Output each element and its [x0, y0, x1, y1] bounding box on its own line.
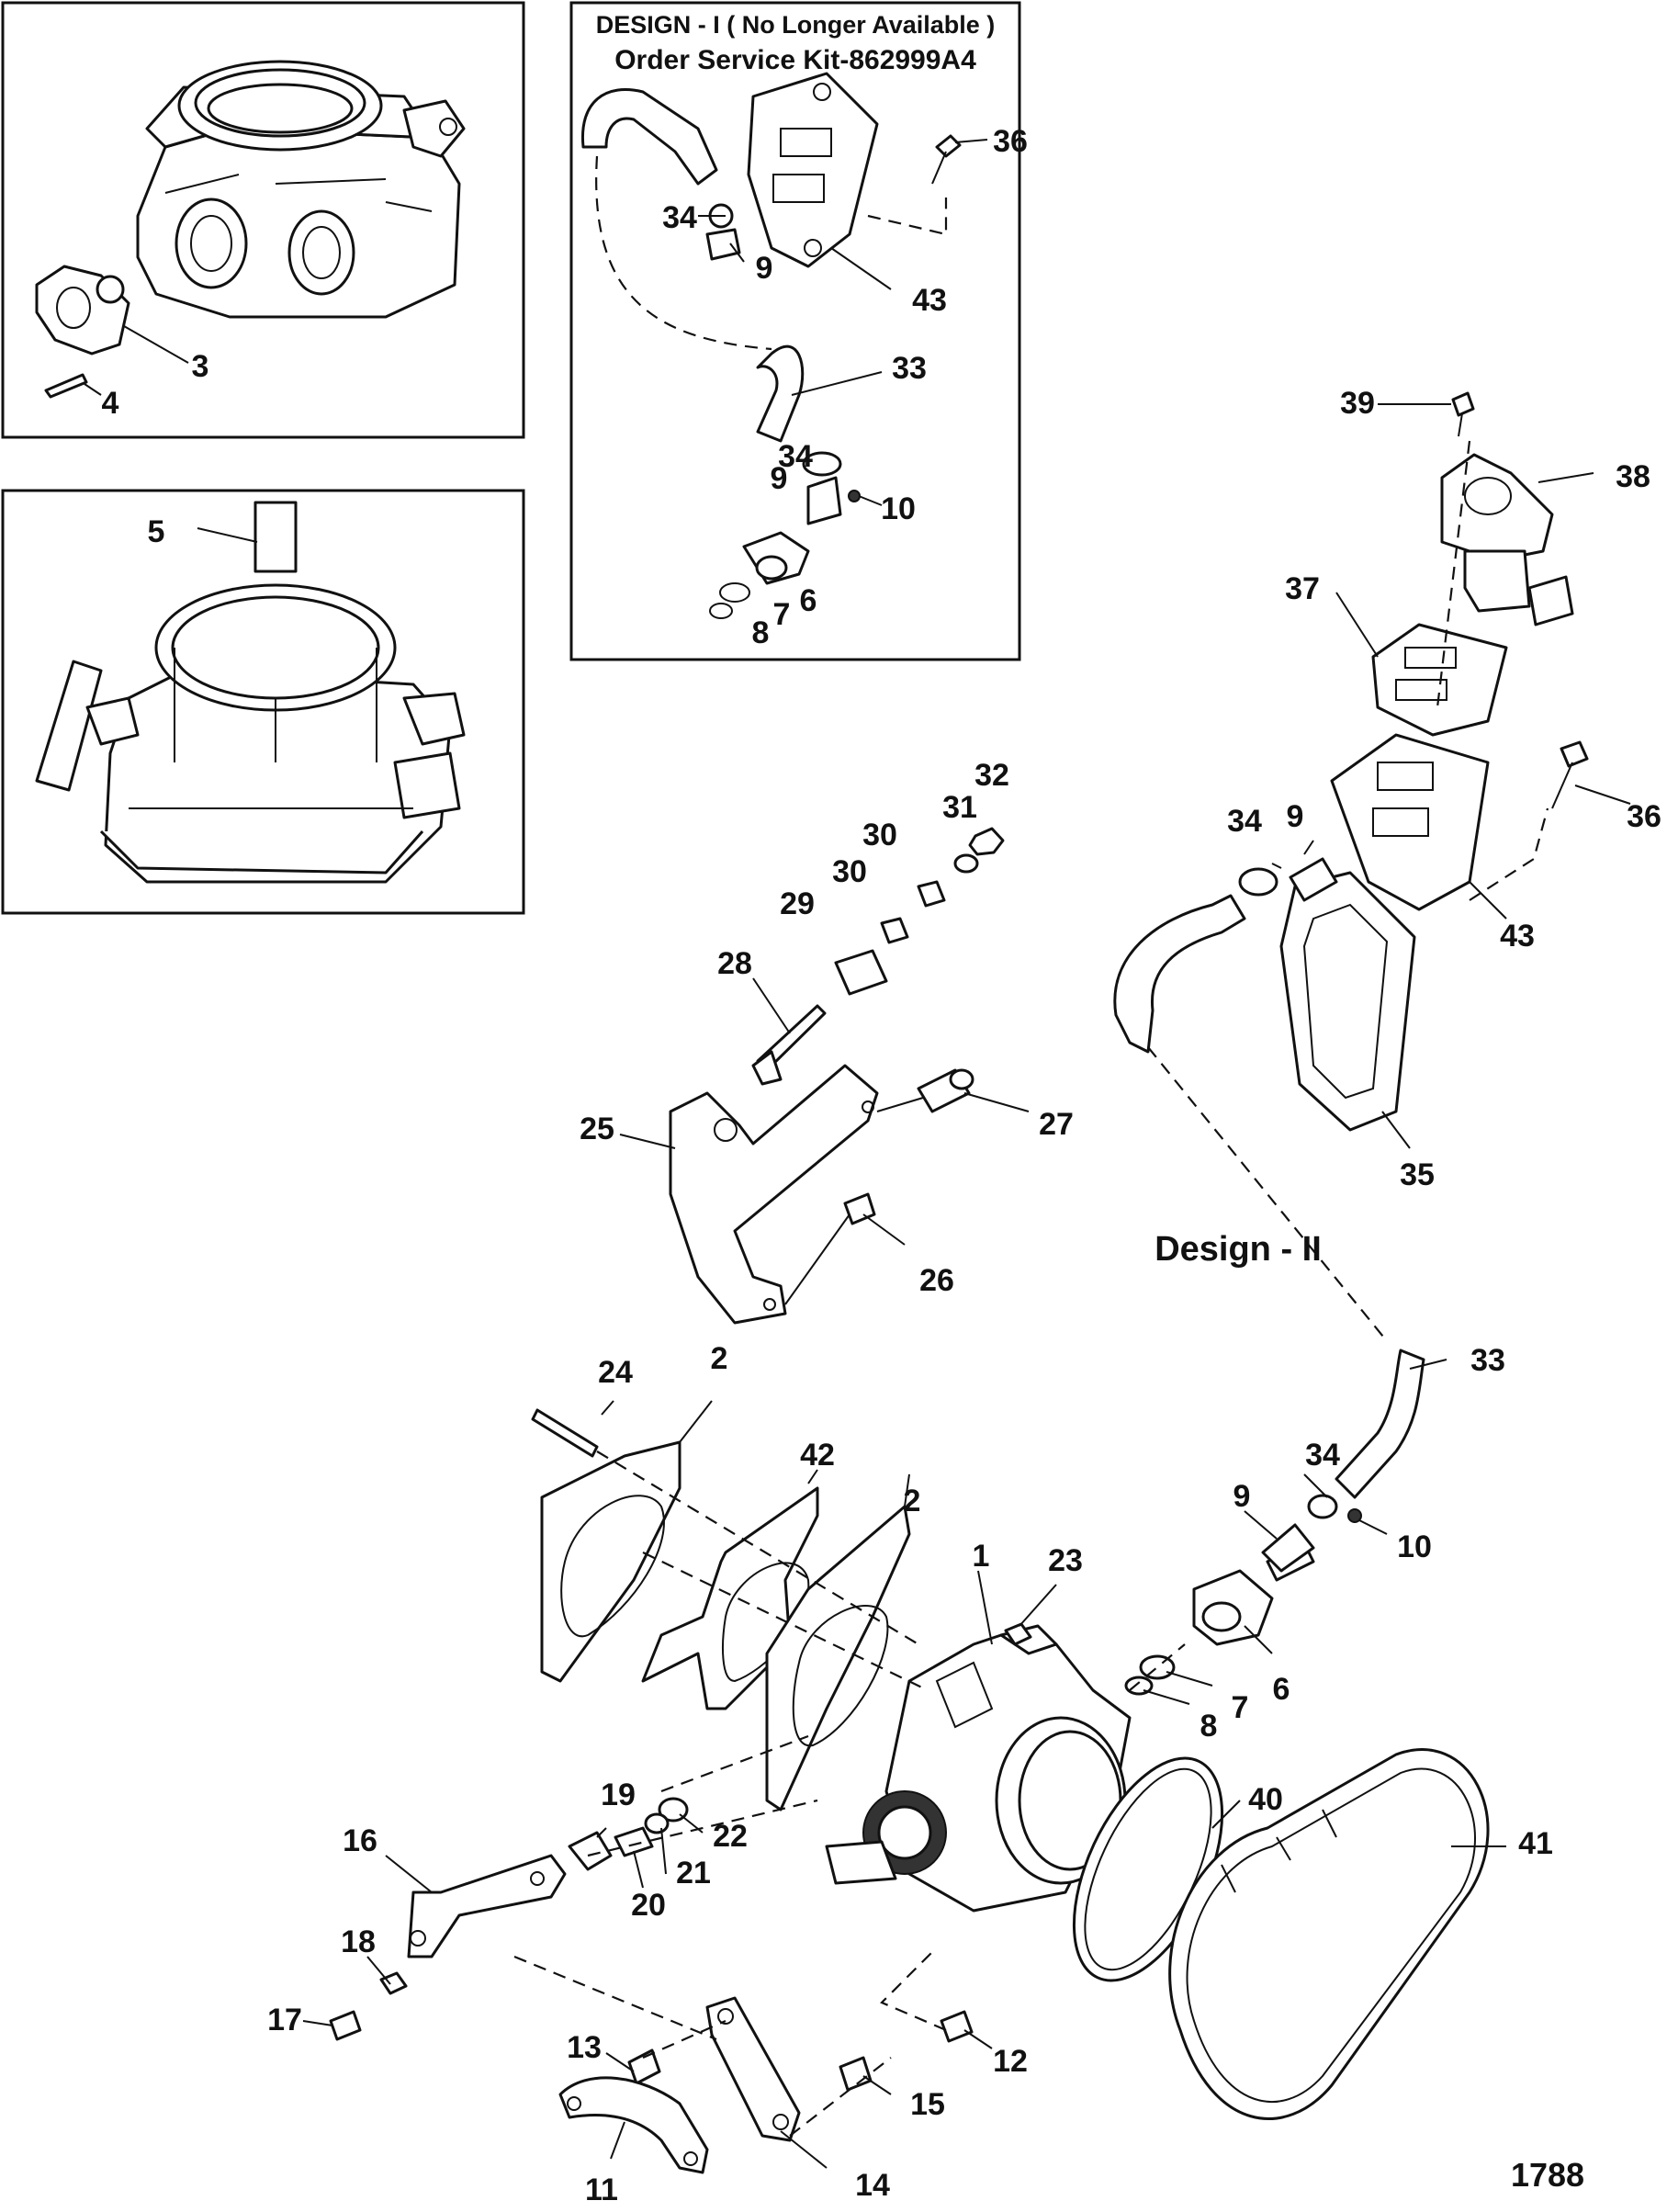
callout-24: 24: [598, 1355, 633, 1390]
callout-12: 12: [993, 2044, 1028, 2079]
callout-16: 16: [343, 1823, 377, 1858]
callout-39: 39: [1340, 386, 1375, 421]
callout-13: 13: [567, 2030, 602, 2065]
callout-38: 38: [1616, 459, 1650, 494]
main-assembly-leader-lines: [302, 1359, 1506, 2169]
callout-30-a: 30: [862, 818, 897, 852]
design1-title: DESIGN - I ( No Longer Available ): [596, 11, 996, 39]
callout-34-a: 34: [662, 200, 697, 235]
design1-leader-lines: [595, 139, 988, 506]
throttle-body-sensor-illustration: [35, 501, 466, 884]
callout-labels: 3 4 5 36 34 9 43 33 34 9 10 6 7 8 39 38 …: [102, 124, 1661, 2207]
callout-15: 15: [910, 2087, 945, 2122]
callout-8-a: 8: [752, 615, 770, 650]
callout-42: 42: [800, 1438, 835, 1473]
callout-8-b: 8: [1200, 1709, 1218, 1744]
callout-43-b: 43: [1500, 919, 1535, 954]
callout-34-b: 34: [778, 439, 813, 474]
design2-label: Design - II: [1155, 1230, 1322, 1269]
callout-2-a: 2: [711, 1341, 728, 1376]
throttle-body-top-illustration: [35, 60, 466, 399]
callout-19: 19: [601, 1778, 636, 1812]
callout-11: 11: [585, 2172, 618, 2207]
callout-28: 28: [717, 946, 752, 981]
callout-43-a: 43: [912, 283, 947, 318]
service-kit-label: Order Service Kit-862999A4: [614, 45, 976, 75]
callout-30-b: 30: [832, 854, 867, 889]
design2-iac-leader-lines: [1147, 403, 1631, 1342]
inset1-leader-lines: [84, 325, 189, 396]
callout-27: 27: [1039, 1107, 1074, 1142]
callout-1: 1: [973, 1539, 990, 1574]
inset-box-throttle-body-sensor: [1, 489, 525, 915]
callout-36-b: 36: [1627, 799, 1661, 834]
callout-22: 22: [713, 1819, 748, 1854]
callout-3: 3: [192, 349, 209, 384]
callout-40: 40: [1248, 1782, 1283, 1817]
callout-35: 35: [1400, 1157, 1435, 1192]
bracket-illustration: [669, 827, 1005, 1325]
callout-14: 14: [855, 2168, 890, 2203]
callout-33-a: 33: [892, 351, 927, 386]
inset-box-throttle-body-top: [1, 1, 525, 439]
callout-9-d: 9: [1233, 1479, 1251, 1514]
callout-31: 31: [942, 790, 977, 825]
callout-20: 20: [631, 1888, 666, 1923]
callout-4: 4: [102, 386, 119, 421]
callout-23: 23: [1048, 1543, 1083, 1578]
callout-18: 18: [341, 1924, 376, 1959]
callout-34-c: 34: [1227, 804, 1262, 839]
callout-33-b: 33: [1470, 1343, 1505, 1378]
inset-box-design-1: [569, 1, 1021, 661]
callout-36-a: 36: [993, 124, 1028, 159]
callout-34-d: 34: [1305, 1438, 1340, 1473]
callout-10-b: 10: [1397, 1529, 1432, 1564]
callout-29: 29: [780, 886, 815, 921]
callout-10-a: 10: [881, 491, 916, 526]
callout-7-b: 7: [1232, 1690, 1249, 1725]
callout-37: 37: [1285, 571, 1320, 606]
callout-26: 26: [919, 1263, 954, 1298]
callout-6-a: 6: [800, 583, 817, 618]
callout-2-b: 2: [904, 1484, 921, 1518]
callout-17: 17: [267, 2003, 302, 2037]
bracket-leader-lines: [619, 977, 1030, 1305]
callout-32: 32: [974, 758, 1009, 793]
callout-9-b: 9: [771, 461, 788, 496]
callout-9-c: 9: [1287, 799, 1304, 834]
main-assembly-illustration: [329, 1349, 1490, 2174]
callout-6-b: 6: [1273, 1672, 1290, 1707]
design2-iac-illustration: [1113, 391, 1589, 1132]
callout-5: 5: [148, 514, 165, 549]
design1-illustration: [580, 72, 962, 619]
callout-9-a: 9: [756, 251, 773, 286]
callout-21: 21: [676, 1856, 711, 1890]
callout-25: 25: [580, 1112, 614, 1146]
leader-5: [197, 527, 258, 543]
callout-7-a: 7: [773, 597, 791, 632]
callout-41: 41: [1518, 1826, 1553, 1861]
figure-number: 1788: [1511, 2156, 1584, 2194]
